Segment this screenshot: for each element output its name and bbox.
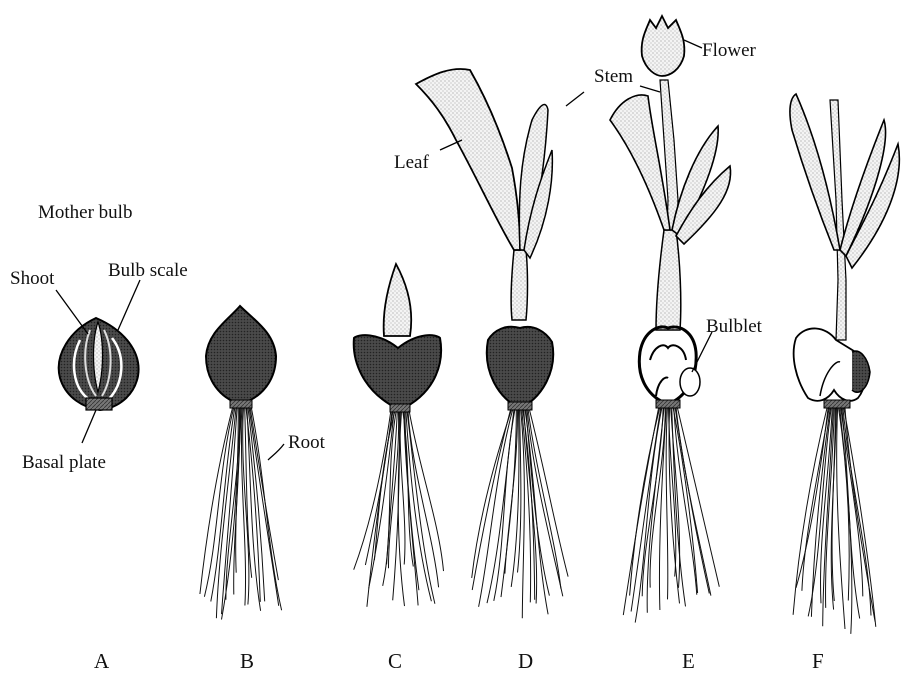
bulblet-shape	[680, 368, 700, 396]
leaf-label: Leaf	[394, 152, 429, 173]
stem-label: Stem	[594, 66, 633, 87]
root-strand	[623, 406, 659, 615]
root-strand	[487, 408, 514, 603]
stage-label-d: D	[518, 649, 533, 673]
basal-plate-label: Basal plate	[22, 452, 106, 473]
stage-b-bulb	[206, 306, 276, 404]
stage-label-c: C	[388, 649, 402, 673]
root-strand	[529, 408, 568, 577]
root-strand	[796, 408, 828, 588]
mother-bulb-label: Mother bulb	[38, 202, 132, 223]
root-strand	[211, 406, 235, 602]
root-label: Root	[288, 432, 326, 453]
root-strand	[528, 408, 561, 589]
stage-label-e: E	[682, 649, 695, 673]
root-strand	[369, 410, 395, 588]
stage-a-bulb	[59, 318, 139, 410]
bulb-scale-label: Bulb scale	[108, 260, 188, 281]
stage-c-bulb	[354, 335, 441, 410]
stage-label-f: F	[812, 649, 824, 673]
stage-label-b: B	[240, 649, 254, 673]
root-strand	[837, 408, 845, 629]
root-strand	[666, 406, 668, 599]
shoot-label: Shoot	[10, 268, 55, 289]
root-strand	[793, 408, 827, 615]
leaf-shape	[416, 69, 520, 250]
flower-shape	[642, 16, 685, 76]
stage-c-shoot	[384, 264, 412, 336]
stage-label-a: A	[94, 649, 110, 673]
flower-label: Flower	[702, 40, 757, 61]
root-strand	[630, 406, 661, 596]
stage-f-plant	[790, 94, 899, 408]
root-strand	[249, 406, 279, 606]
bulblet-label: Bulblet	[706, 316, 763, 337]
root-strand	[241, 406, 245, 606]
root-strand	[526, 408, 550, 596]
root-strand	[405, 410, 419, 590]
basal-plate-shape	[86, 398, 112, 410]
